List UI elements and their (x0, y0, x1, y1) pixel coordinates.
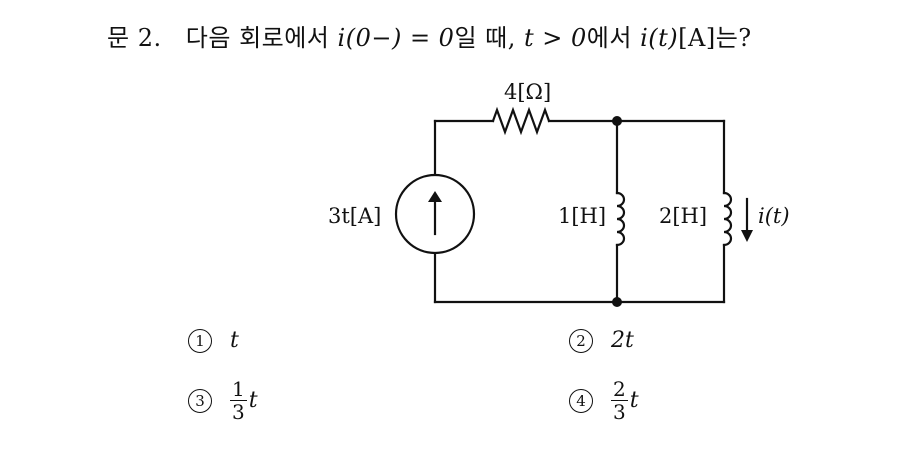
source-arrow-head (428, 191, 442, 202)
unknown-current: i(t) (640, 24, 679, 52)
time-condition: t > 0 (524, 24, 587, 52)
choice-1[interactable]: 1 t (188, 328, 239, 353)
initial-condition: i(0−) = 0 (337, 24, 455, 52)
choice-mark: 4 (569, 388, 593, 413)
unit: [A] (678, 24, 716, 52)
choice-2[interactable]: 2 2t (569, 328, 634, 353)
choice-mark: 1 (188, 328, 212, 353)
choice-variable: t (629, 388, 639, 413)
inductor-2h-label: 2[H] (659, 204, 707, 228)
resistor-label: 4[Ω] (504, 80, 551, 104)
question-number: 2. (137, 24, 162, 52)
question-text-part3: 에서 (586, 24, 632, 52)
inductor-1h (615, 191, 626, 247)
denominator: 3 (232, 400, 245, 424)
question-text-part2: 일 때, (454, 24, 516, 52)
choice-mark: 3 (188, 388, 212, 413)
question-text: 문 2. 다음 회로에서 i(0−) = 0일 때, t > 0에서 i(t)[… (107, 18, 752, 53)
denominator: 3 (613, 400, 626, 424)
question-text-part1: 다음 회로에서 (185, 24, 330, 52)
choice-4[interactable]: 4 2 3 t (569, 378, 639, 423)
question-text-part4: 는? (715, 24, 752, 52)
current-arrow-head (741, 230, 753, 242)
choice-variable: t (248, 388, 258, 413)
inductor-2h (722, 191, 733, 247)
fraction: 1 3 (230, 378, 247, 423)
fraction: 2 3 (611, 378, 628, 423)
choice-answer: 2t (611, 328, 634, 353)
node-top (612, 116, 622, 126)
current-source (394, 173, 476, 255)
question-label: 문 (107, 24, 130, 52)
resistor (491, 106, 551, 136)
choice-3[interactable]: 3 1 3 t (188, 378, 258, 423)
inductor-1h-label: 1[H] (558, 204, 606, 228)
choice-answer: t (230, 328, 239, 353)
numerator: 1 (230, 377, 247, 401)
choice-mark: 2 (569, 328, 593, 353)
node-bottom (612, 297, 622, 307)
numerator: 2 (611, 377, 628, 401)
current-label: i(t) (758, 204, 790, 228)
source-label: 3t[A] (328, 204, 381, 228)
